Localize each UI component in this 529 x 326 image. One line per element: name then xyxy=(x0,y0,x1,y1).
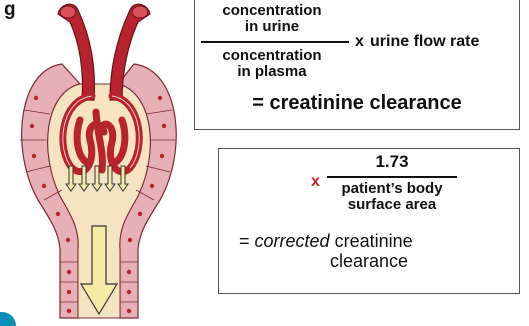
arteriole-opening xyxy=(60,6,76,18)
correction-denominator-line1: patient’s body xyxy=(323,181,461,197)
arteriole-opening xyxy=(132,6,148,18)
equals-sign: = xyxy=(239,231,250,251)
corrected-clearance-box: x 1.73 patient’s body surface area = cor… xyxy=(218,148,520,294)
corrected-result-line2: clearance xyxy=(219,251,519,272)
creatinine-clearance-result: = creatinine clearance xyxy=(195,92,519,115)
corrected-result-line1: = corrected creatinine xyxy=(239,231,413,252)
urine-flow-rate-label: urine flow rate xyxy=(370,33,479,51)
numerator-line1: concentration xyxy=(195,3,349,19)
denominator-line1: concentration xyxy=(195,48,349,64)
kidney-nephron-illustration xyxy=(0,0,200,326)
correction-fraction-bar xyxy=(327,176,457,178)
correction-numerator: 1.73 xyxy=(327,152,457,172)
multiply-sign: x xyxy=(355,33,364,51)
clearance-formula-box: concentration in urine concentration in … xyxy=(194,0,520,130)
fraction-bar xyxy=(201,41,349,43)
creatinine-word: creatinine xyxy=(335,231,413,251)
numerator-line2: in urine xyxy=(195,19,349,35)
correction-denominator-line2: surface area xyxy=(323,197,461,213)
multiply-sign-red: x xyxy=(311,173,320,191)
corrected-word: corrected xyxy=(255,231,330,251)
denominator-line2: in plasma xyxy=(195,64,349,80)
